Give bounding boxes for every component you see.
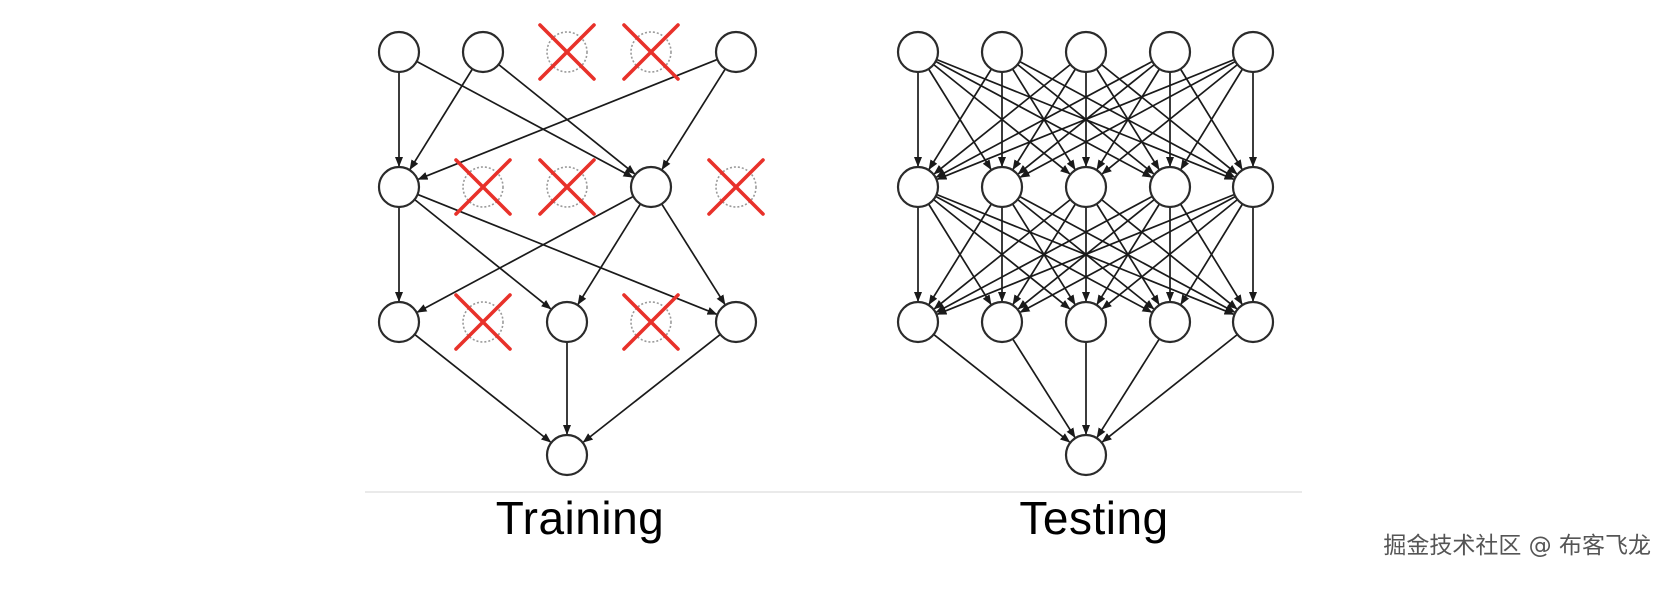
neuron-node: [1064, 30, 1108, 74]
neuron-node: [1231, 30, 1275, 74]
neuron-node: [629, 165, 673, 209]
dropout-cross-icon: [622, 23, 680, 81]
training-nodes: [377, 23, 765, 477]
training-edges: [395, 58, 727, 443]
connection-arrow: [933, 63, 1071, 175]
connection-arrow: [936, 193, 1235, 315]
dropout-cross-icon: [454, 158, 512, 216]
neuron-node: [896, 165, 940, 209]
connection-arrow: [1019, 195, 1236, 313]
neuron-node: [980, 165, 1024, 209]
connection-arrow: [936, 58, 1235, 180]
connection-arrow: [935, 60, 1153, 178]
dropout-cross-icon: [538, 158, 596, 216]
connection-arrow: [933, 333, 1071, 443]
dropout-cross-icon: [622, 293, 680, 351]
connection-arrow: [417, 58, 718, 180]
neuron-node: [377, 30, 421, 74]
connection-arrow: [1096, 338, 1161, 439]
neuron-node: [1064, 433, 1108, 477]
connection-arrow: [928, 68, 993, 171]
connection-arrow: [933, 198, 1071, 310]
connection-arrow: [660, 203, 726, 306]
neuron-node: [714, 30, 758, 74]
testing-nodes: [896, 30, 1275, 477]
neuron-node: [545, 433, 589, 477]
neuron-node: [1148, 165, 1192, 209]
watermark: 掘金技术社区 @ 布客飞龙: [1383, 533, 1651, 559]
neuron-node: [377, 165, 421, 209]
connection-arrow: [1101, 333, 1238, 443]
neuron-node: [377, 300, 421, 344]
neuron-node: [714, 300, 758, 344]
connection-arrow: [935, 195, 1153, 313]
testing-edges: [914, 58, 1257, 443]
testing-network-diagram: [896, 30, 1275, 477]
neuron-node: [1231, 165, 1275, 209]
connection-arrow: [1101, 63, 1238, 175]
connection-arrow: [1019, 60, 1236, 178]
training-network-diagram: [377, 23, 765, 477]
dropout-cross-icon: [454, 293, 512, 351]
neuron-node: [1148, 300, 1192, 344]
neuron-node: [1231, 300, 1275, 344]
neuron-node: [896, 30, 940, 74]
neuron-node: [1064, 165, 1108, 209]
neuron-node: [1148, 30, 1192, 74]
connection-arrow: [1180, 203, 1244, 305]
connection-arrow: [1180, 68, 1244, 170]
connection-arrow: [414, 333, 552, 443]
connection-arrow: [1011, 338, 1076, 439]
training-caption: Training: [495, 492, 665, 544]
dropout-cross-icon: [707, 158, 765, 216]
neuron-node: [896, 300, 940, 344]
connection-arrow: [577, 203, 642, 306]
testing-caption: Testing: [1019, 492, 1169, 544]
connection-arrow: [416, 195, 634, 313]
connection-arrow: [414, 198, 552, 310]
neuron-node: [1064, 300, 1108, 344]
connection-arrow: [1101, 198, 1238, 310]
connection-arrow: [416, 60, 634, 178]
connection-arrow: [409, 68, 474, 171]
neuron-node: [980, 300, 1024, 344]
connection-arrow: [417, 193, 718, 315]
neuron-node: [980, 30, 1024, 74]
neuron-node: [545, 300, 589, 344]
dropout-cross-icon: [538, 23, 596, 81]
connection-arrow: [928, 203, 993, 306]
connection-arrow: [582, 333, 721, 443]
neuron-node: [461, 30, 505, 74]
connection-arrow: [661, 68, 727, 171]
